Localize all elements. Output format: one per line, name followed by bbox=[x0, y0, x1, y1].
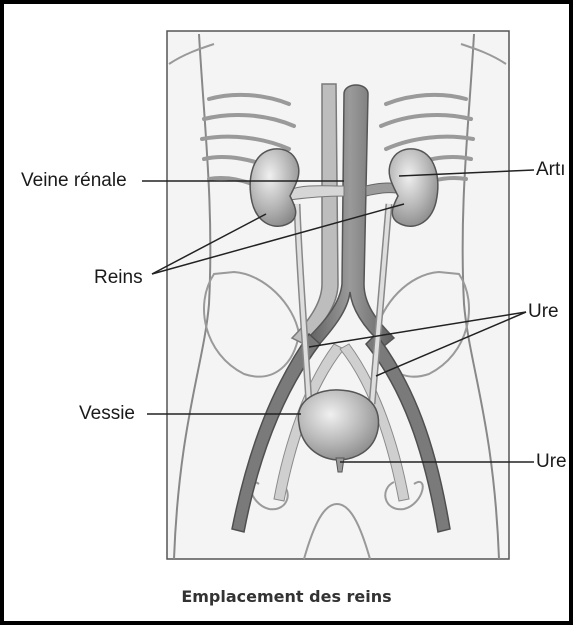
picture-box bbox=[167, 31, 509, 559]
label-bladder: Vessie bbox=[79, 404, 135, 423]
label-ureters: Ure bbox=[528, 302, 559, 321]
label-kidneys: Reins bbox=[94, 268, 143, 287]
label-urethra: Ure bbox=[536, 452, 567, 471]
anatomy-illustration bbox=[4, 4, 569, 621]
urethra-organ bbox=[336, 458, 344, 472]
kidney-left bbox=[250, 149, 299, 226]
label-renal-artery: Artı bbox=[536, 160, 566, 179]
kidney-right bbox=[389, 149, 438, 226]
figure-caption: Emplacement des reins bbox=[4, 587, 569, 606]
label-renal-vein: Veine rénale bbox=[21, 171, 127, 190]
